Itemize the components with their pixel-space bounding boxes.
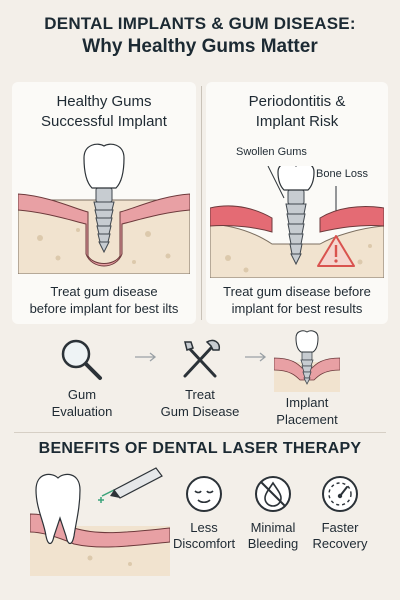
swollen-gum	[210, 205, 273, 233]
implant-icon	[274, 330, 340, 392]
swollen-gums-label: Swollen Gums	[236, 146, 307, 158]
arrow-right-icon-2	[245, 352, 267, 362]
healthy-panel-title: Healthy Gums Successful Implant	[12, 92, 196, 132]
step-3-line-2: Placement	[276, 412, 338, 427]
arrow-right-icon	[135, 352, 157, 362]
risk-title-line-1: Periodontitis &	[248, 93, 346, 110]
page-title: DENTAL IMPLANTS & GUM DISEASE: Why Healt…	[0, 14, 400, 58]
step-2-line-1: Treat	[185, 387, 215, 402]
swollen-gums-pointer	[267, 166, 285, 199]
section-divider	[14, 432, 386, 433]
speedometer-icon	[322, 476, 358, 512]
benefit-3-line-1: Faster	[321, 520, 359, 535]
benefits-title: BENEFITS OF DENTAL LASER THERAPY	[38, 440, 362, 457]
healthy-caption: Treat gum disease before implant for bes…	[12, 283, 196, 317]
implant-screw	[93, 187, 115, 254]
risk-panel-title: Periodontitis & Implant Risk	[206, 92, 388, 132]
risk-caption: Treat gum disease before implant for bes…	[206, 283, 388, 317]
exposed-implant-screw	[285, 189, 307, 266]
step-3-line-1: Implant	[285, 395, 329, 410]
implant-crown-risk	[277, 166, 315, 191]
benefit-2-line-1: Minimal	[250, 520, 296, 535]
benefit-2-line-2: Bleeding	[247, 536, 299, 551]
magnifier-icon	[61, 339, 102, 380]
healthy-gum	[18, 193, 190, 267]
risk-caption-line-2: implant for best results	[231, 301, 363, 316]
natural-tooth	[35, 473, 81, 545]
tools-icon	[183, 339, 221, 378]
laser-beam	[101, 489, 115, 497]
laser-pen-icon	[110, 467, 163, 499]
healthy-caption-line-1: Treat gum disease	[50, 284, 158, 299]
benefit-1-line-2: Discomfort	[172, 536, 236, 551]
step-gum-evaluation: Gum Evaluation	[42, 386, 122, 420]
implant-crown	[83, 143, 125, 189]
title-line-2: Why Healthy Gums Matter	[82, 36, 318, 57]
treatment-steps: Gum Evaluation Treat Gum Disease Implant…	[12, 330, 388, 430]
step-1-line-1: Gum	[67, 387, 97, 402]
step-2-line-2: Gum Disease	[160, 404, 240, 419]
risk-caption-line-1: Treat gum disease before	[223, 284, 371, 299]
healthy-implant-illustration	[18, 143, 190, 274]
healthy-gums-panel: Healthy Gums Successful Implant Treat gu…	[12, 82, 196, 324]
benefit-3-line-2: Recovery	[312, 536, 368, 551]
calm-face-icon	[186, 476, 222, 512]
healthy-title-line-2: Successful Implant	[41, 113, 167, 130]
warning-icon	[317, 235, 355, 267]
periodontitis-panel: Periodontitis & Implant Risk Swollen Gum…	[206, 82, 388, 324]
laser-therapy-illustration	[30, 467, 170, 576]
healthy-title-line-1: Healthy Gums	[56, 93, 152, 110]
no-blood-drop-icon	[255, 476, 291, 512]
bone-loss-label: Bone Loss	[316, 168, 368, 180]
step-1-line-2: Evaluation	[51, 404, 113, 419]
step-implant-placement: Implant Placement	[264, 394, 350, 428]
swollen-gum-right	[319, 205, 384, 233]
step-treat-gum-disease: Treat Gum Disease	[152, 386, 248, 420]
healthy-caption-line-2: before implant for best ilts	[29, 301, 179, 316]
periodontitis-illustration	[210, 166, 384, 278]
title-line-1: DENTAL IMPLANTS & GUM DISEASE:	[44, 14, 356, 33]
panel-divider	[201, 86, 202, 320]
risk-title-line-2: Implant Risk	[255, 113, 339, 130]
benefit-1-line-1: Less	[190, 520, 218, 535]
